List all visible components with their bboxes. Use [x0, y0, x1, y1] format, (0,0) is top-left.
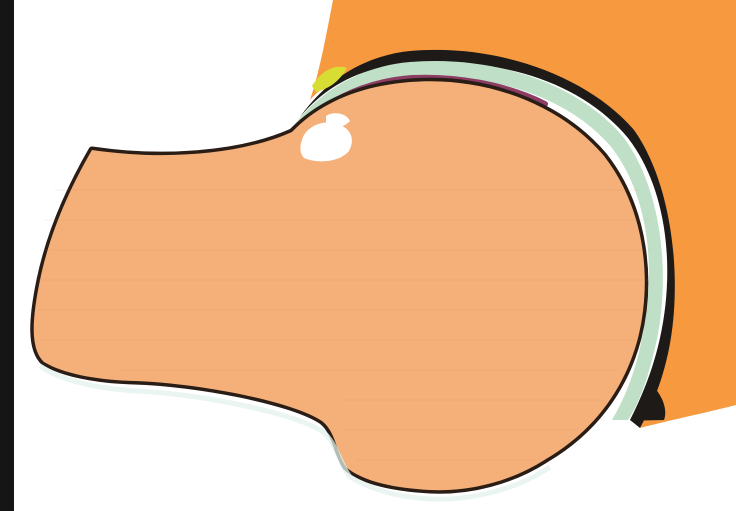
- illustration-canvas: [0, 0, 736, 511]
- joint-illustration: [0, 0, 736, 511]
